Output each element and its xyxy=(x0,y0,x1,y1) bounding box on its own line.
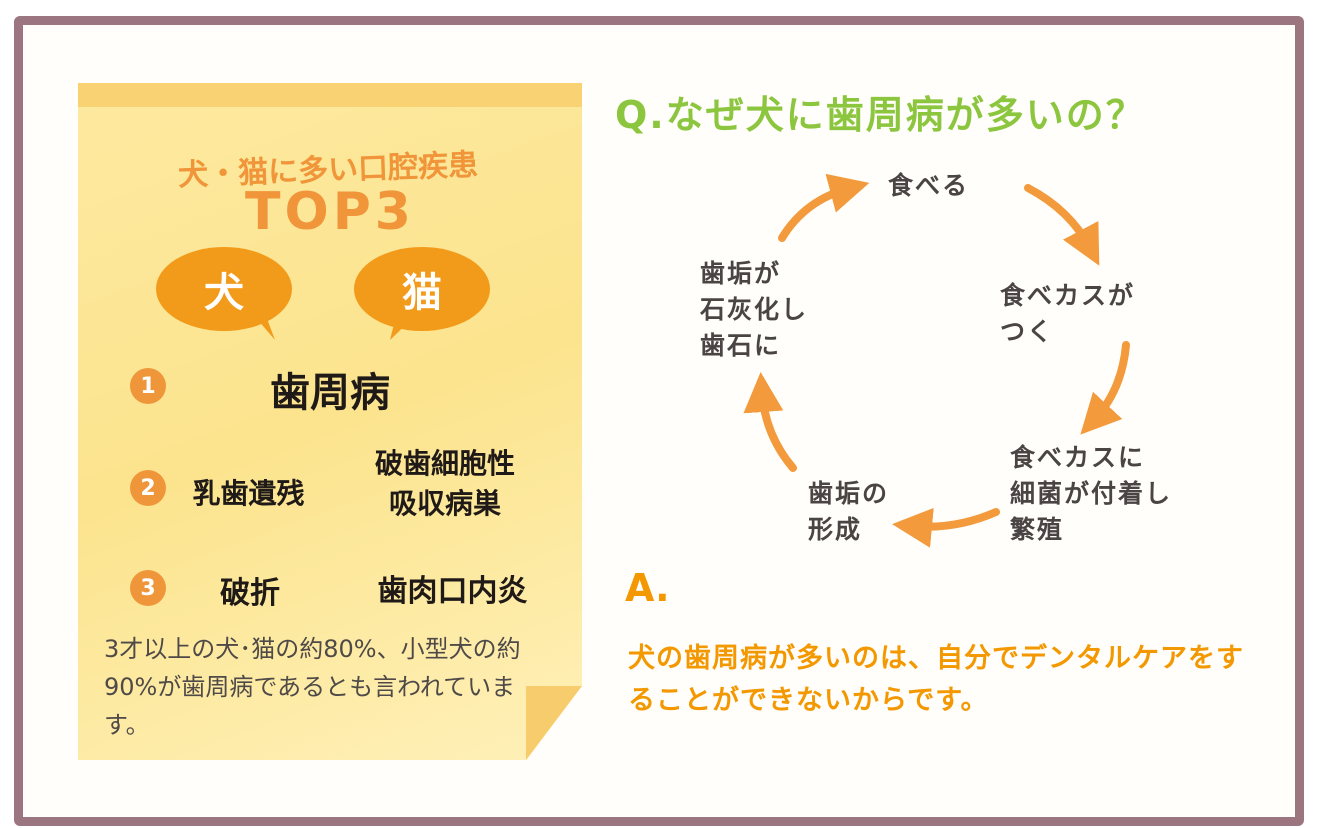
dog-bubble: 犬 xyxy=(156,247,292,331)
cycle-step-plaque: 歯垢の 形成 xyxy=(808,476,889,548)
cycle-step-food-residue: 食べカスが つく xyxy=(1000,278,1135,350)
cycle-step-eat: 食べる xyxy=(888,168,969,204)
arrow-to-eat xyxy=(778,173,870,242)
rank-2-dog: 乳歯遺残 xyxy=(192,477,305,510)
cycle-step-5-line1: 歯垢が xyxy=(700,259,782,288)
question-heading: Q.なぜ犬に歯周病が多いの？ xyxy=(615,93,1146,137)
cycle-step-tartar: 歯垢が 石灰化し 歯石に xyxy=(700,256,808,364)
cycle-step-bacteria: 食べカスに 細菌が付着し 繁殖 xyxy=(1010,440,1172,548)
cycle-step-5-line3: 歯石に xyxy=(700,331,782,360)
rank-badge-1: 1 xyxy=(130,368,166,404)
panel-subtitle: TOP3 xyxy=(245,182,415,242)
arrow-to-food-residue xyxy=(1024,184,1100,266)
cycle-step-3-line1: 食べカスに xyxy=(1010,443,1146,472)
sticky-note-panel xyxy=(78,83,582,760)
cycle-step-4-line1: 歯垢の xyxy=(808,479,890,508)
rank-badge-3: 3 xyxy=(130,570,166,606)
rank-3-dog: 破折 xyxy=(220,576,280,611)
arrow-to-bacteria xyxy=(1080,341,1130,435)
cat-bubble: 猫 xyxy=(354,247,490,331)
rank-3-cat: 歯肉口内炎 xyxy=(377,574,528,609)
rank-2-cat-line2: 吸収病巣 xyxy=(388,487,501,520)
arrow-to-plaque xyxy=(892,507,1000,548)
rank-1-disease: 歯周病 xyxy=(270,370,390,416)
cycle-step-2-line1: 食べカスが xyxy=(1000,281,1136,310)
cycle-step-3-line3: 繁殖 xyxy=(1010,515,1065,544)
answer-text: 犬の歯周病が多いのは、自分でデンタルケアをすることができないからです。 xyxy=(628,643,1244,716)
cycle-step-2-line2: つく xyxy=(1000,317,1055,346)
cycle-step-3-line2: 細菌が付着し xyxy=(1010,479,1173,508)
note-top-band xyxy=(78,83,582,107)
cycle-step-5-line2: 石灰化し xyxy=(700,295,809,324)
rank-2-cat: 破歯細胞性 吸収病巣 xyxy=(355,444,535,524)
answer-label: A. xyxy=(625,566,670,610)
statistic-note: 3才以上の犬･猫の約80%、小型犬の約90%が歯周病であるとも言われています。 xyxy=(104,635,521,739)
rank-2-cat-line1: 破歯細胞性 xyxy=(374,447,515,480)
rank-badge-2: 2 xyxy=(130,470,166,506)
cycle-step-4-line2: 形成 xyxy=(808,515,863,544)
arrow-to-tartar xyxy=(743,372,797,472)
cycle-step-1-line1: 食べる xyxy=(888,171,970,200)
